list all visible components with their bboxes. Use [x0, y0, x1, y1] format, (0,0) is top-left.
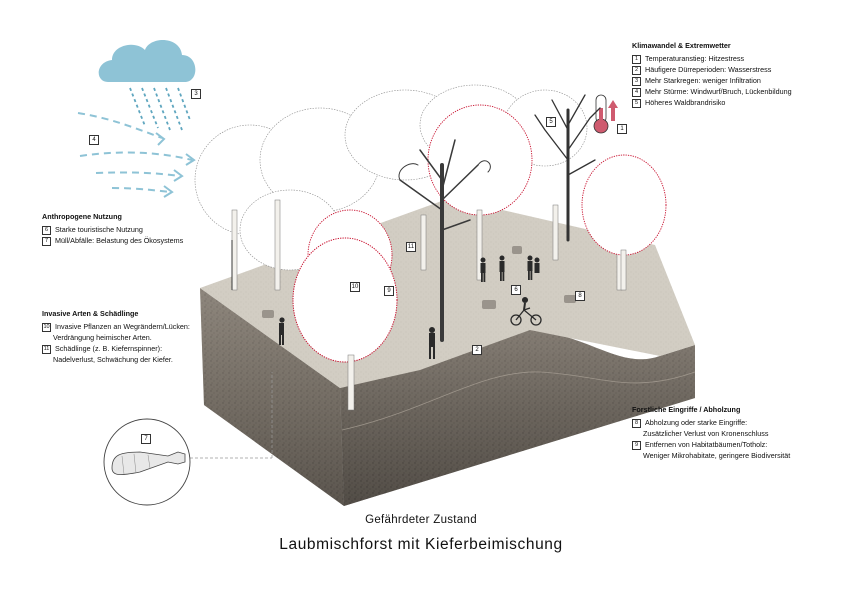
tag-11: 11	[406, 242, 416, 252]
legend-item: 8 Abholzung oder starke Eingriffe:	[632, 417, 790, 428]
dead-tree-icon	[534, 94, 601, 242]
legend-item: 5 Höheres Waldbrandrisiko	[632, 97, 792, 108]
pine-tree	[398, 139, 491, 342]
legend-item: 9 Entfernen von Habitatbäumen/Totholz:	[632, 439, 790, 450]
tag-5: 5	[546, 117, 556, 127]
legend-text: Mehr Starkregen: weniger Infiltration	[645, 76, 761, 85]
legend-text: Mehr Stürme: Windwurf/Bruch, Lückenbildu…	[645, 87, 792, 96]
bicycle-icon	[510, 296, 542, 326]
legend-forestry-heading: Forstliche Eingriffe / Abholzung	[632, 405, 741, 414]
tree-stumps	[262, 246, 576, 318]
legend-text-continued: Nadelverlust, Schwächung der Kiefer.	[53, 355, 173, 364]
wind-arrowheads	[155, 132, 196, 198]
legend-text: Entfernen von Habitatbäumen/Totholz:	[645, 440, 768, 449]
legend-text: Temperaturanstieg: Hitzestress	[645, 54, 745, 63]
legend-text-continued: Zusätzlicher Verlust von Kronenschluss	[643, 429, 769, 438]
person-icon	[279, 255, 540, 359]
legend-text: Invasive Pflanzen an Wegrändern/Lücken:	[55, 322, 190, 331]
legend-text-continued: Weniger Mikrohabitate, geringere Biodive…	[643, 451, 791, 460]
bottle-icon	[111, 451, 186, 476]
soil-block-right-texture	[340, 329, 695, 506]
legend-item: 1 Temperaturanstieg: Hitzestress	[632, 53, 792, 64]
legend-number: 1	[632, 54, 641, 64]
legend-item: 4 Mehr Stürme: Windwurf/Bruch, Lückenbild…	[632, 86, 792, 97]
legend-number: 7	[42, 236, 51, 246]
legend-climate: Klimawandel & Extremwetter 1 Temperaturan…	[632, 40, 792, 108]
legend-item: 3 Mehr Starkregen: weniger Infiltration	[632, 75, 792, 86]
legend-number: 2	[632, 65, 641, 75]
legend-climate-heading: Klimawandel & Extremwetter	[632, 41, 731, 50]
legend-forestry: Forstliche Eingriffe / Abholzung 8 Abholz…	[632, 404, 790, 461]
legend-number: 10	[42, 322, 51, 332]
tag-10: 10	[350, 282, 360, 292]
tag-8: 8	[575, 291, 585, 301]
legend-text-continued: Verdrängung heimischer Arten.	[53, 333, 152, 342]
infested-tree-front	[292, 237, 398, 411]
tag-2: 2	[472, 345, 482, 355]
legend-number: 6	[42, 225, 51, 235]
legend-item: 11 Schädlinge (z. B. Kiefernspinner):	[42, 343, 190, 354]
legend-invasive: Invasive Arten & Schädlinge 10 Invasive P…	[42, 308, 190, 365]
legend-item: 2 Häufigere Dürreperioden: Wasserstress	[632, 64, 792, 75]
legend-text: Müll/Abfälle: Belastung des Ökosystems	[55, 236, 184, 245]
legend-item: 10 Invasive Pflanzen an Wegrändern/Lücken…	[42, 321, 190, 332]
tag-4: 4	[89, 135, 99, 145]
legend-number: 9	[632, 440, 641, 450]
legend-invasive-heading: Invasive Arten & Schädlinge	[42, 309, 139, 318]
infested-tree-right	[581, 154, 667, 291]
legend-text: Höheres Waldbrandrisiko	[645, 98, 726, 107]
legend-text: Starke touristische Nutzung	[55, 225, 143, 234]
tag-3: 3	[191, 89, 201, 99]
rain-icon	[129, 87, 191, 131]
diagram-subtitle: Gefährdeter Zustand	[365, 514, 477, 526]
legend-number: 3	[632, 76, 641, 86]
legend-number: 11	[42, 344, 51, 354]
wind-icon	[77, 112, 193, 193]
legend-number: 5	[632, 98, 641, 108]
legend-number: 8	[632, 418, 641, 428]
legend-item: 6 Starke touristische Nutzung	[42, 224, 183, 235]
soil-horizon-line	[341, 371, 696, 431]
diagram-title: Laubmischforst mit Kieferbeimischung	[279, 536, 563, 553]
legend-text: Schädlinge (z. B. Kiefernspinner):	[55, 344, 163, 353]
tag-7: 7	[141, 434, 151, 444]
legend-anthropogenic: Anthropogene Nutzung 6 Starke touristisch…	[42, 211, 183, 246]
tag-6: 6	[511, 285, 521, 295]
legend-item: 7 Müll/Abfälle: Belastung des Ökosystems	[42, 235, 183, 246]
tag-1: 1	[617, 124, 627, 134]
cloud-icon	[98, 40, 196, 82]
legend-number: 4	[632, 87, 641, 97]
legend-text: Häufigere Dürreperioden: Wasserstress	[645, 65, 772, 74]
tag-9: 9	[384, 286, 394, 296]
legend-text: Abholzung oder starke Eingriffe:	[645, 418, 748, 427]
legend-anthropogenic-heading: Anthropogene Nutzung	[42, 212, 122, 221]
thermometer-icon	[593, 94, 618, 134]
